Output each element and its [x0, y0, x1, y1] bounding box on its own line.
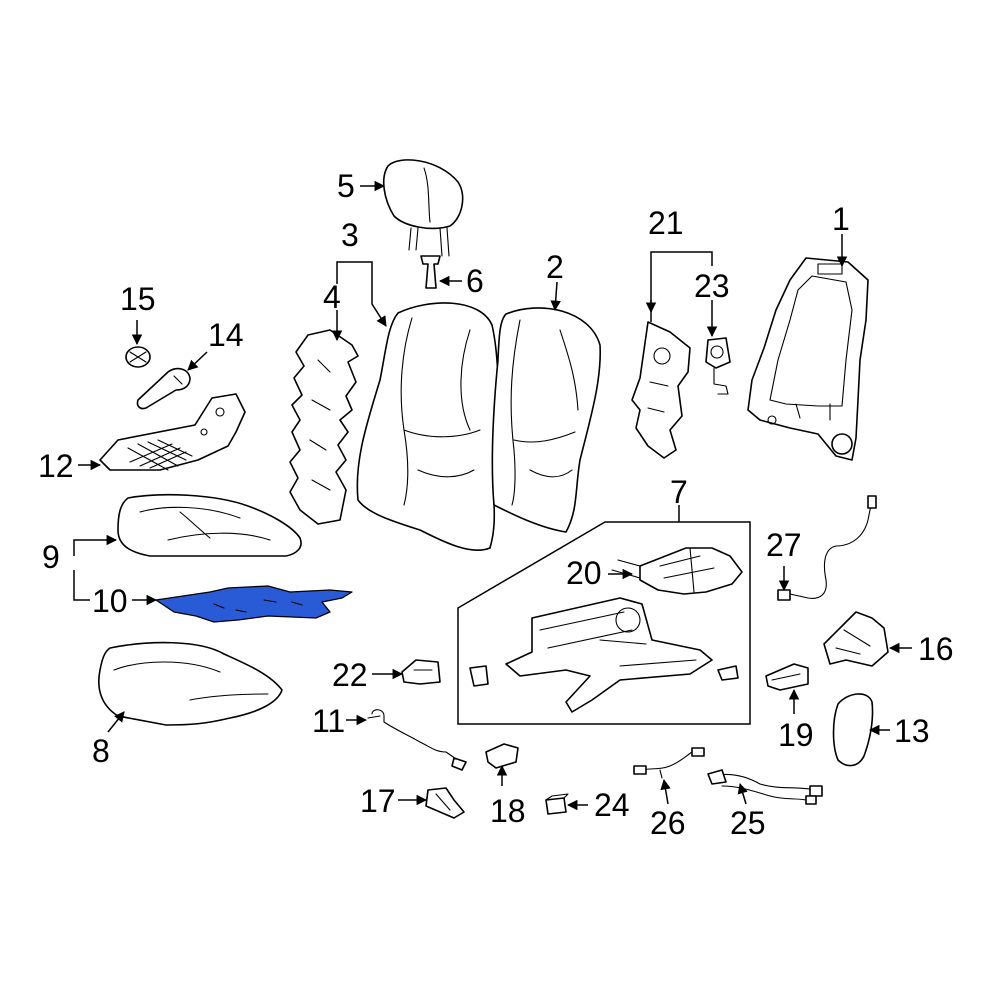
callout-labels: 5 6 3 4 2 21 23 1 15 14 12 9 10 8 7 20 2…	[38, 168, 954, 841]
part-15-knob[interactable]	[125, 346, 151, 368]
callout-20: 20	[566, 555, 602, 591]
callout-21: 21	[648, 205, 684, 241]
part-23-module[interactable]	[705, 337, 731, 395]
callout-27: 27	[766, 527, 802, 563]
part-19-bracket[interactable]	[765, 663, 809, 691]
part-8-cushion-pad[interactable]	[98, 641, 283, 726]
part-13-side-cover[interactable]	[832, 693, 874, 767]
callout-15: 15	[120, 281, 156, 317]
part-12-side-shield[interactable]	[99, 393, 246, 471]
part-27-sensor[interactable]	[777, 495, 877, 601]
callout-19: 19	[778, 717, 814, 753]
part-26-wire-harness[interactable]	[633, 747, 705, 779]
part-16-bracket[interactable]	[823, 611, 889, 667]
callout-4: 4	[323, 279, 341, 315]
part-14-lever[interactable]	[136, 367, 191, 410]
part-25-wire-harness[interactable]	[707, 769, 823, 805]
callout-7: 7	[670, 474, 688, 510]
callout-26: 26	[650, 805, 686, 841]
callout-3: 3	[341, 217, 359, 253]
callout-8: 8	[92, 733, 110, 769]
part-18-clip[interactable]	[485, 743, 519, 769]
callout-13: 13	[894, 713, 930, 749]
part-11-cable[interactable]	[367, 709, 467, 771]
callout-12: 12	[38, 448, 74, 484]
callout-9: 9	[42, 539, 60, 575]
part-22-bracket[interactable]	[401, 659, 441, 685]
part-20-seat-track-mechanism[interactable]	[611, 547, 743, 595]
leader-lines	[73, 180, 912, 811]
part-21-bracket[interactable]	[631, 321, 691, 459]
part-10-seat-heater[interactable]	[155, 585, 353, 623]
part-6-headrest-guide[interactable]	[420, 255, 441, 289]
callout-25: 25	[730, 805, 766, 841]
part-17-clip[interactable]	[425, 787, 465, 819]
part-4-seat-back-heater[interactable]	[289, 329, 359, 525]
callout-11: 11	[312, 703, 345, 739]
part-5-headrest[interactable]	[382, 159, 464, 257]
part-2-seat-back-pad[interactable]	[491, 307, 602, 533]
callout-18: 18	[490, 793, 526, 829]
part-9-cushion-cover[interactable]	[117, 493, 302, 557]
part-7-seat-track-assembly[interactable]	[469, 597, 739, 713]
callout-14: 14	[208, 317, 244, 353]
callout-5: 5	[337, 168, 355, 204]
callout-22: 22	[332, 657, 368, 693]
callout-6: 6	[466, 263, 484, 299]
part-3-seat-back-cover[interactable]	[356, 302, 500, 551]
part-1-seat-back-frame[interactable]	[747, 257, 869, 461]
callout-10: 10	[92, 583, 128, 619]
callout-2: 2	[546, 249, 564, 285]
part-24-connector[interactable]	[545, 793, 569, 815]
callout-1: 1	[832, 201, 850, 237]
callout-24: 24	[594, 787, 630, 823]
part-7-seat-track-box	[457, 521, 751, 725]
callout-17: 17	[360, 783, 396, 819]
callout-23: 23	[694, 268, 730, 304]
callout-16: 16	[918, 631, 954, 667]
